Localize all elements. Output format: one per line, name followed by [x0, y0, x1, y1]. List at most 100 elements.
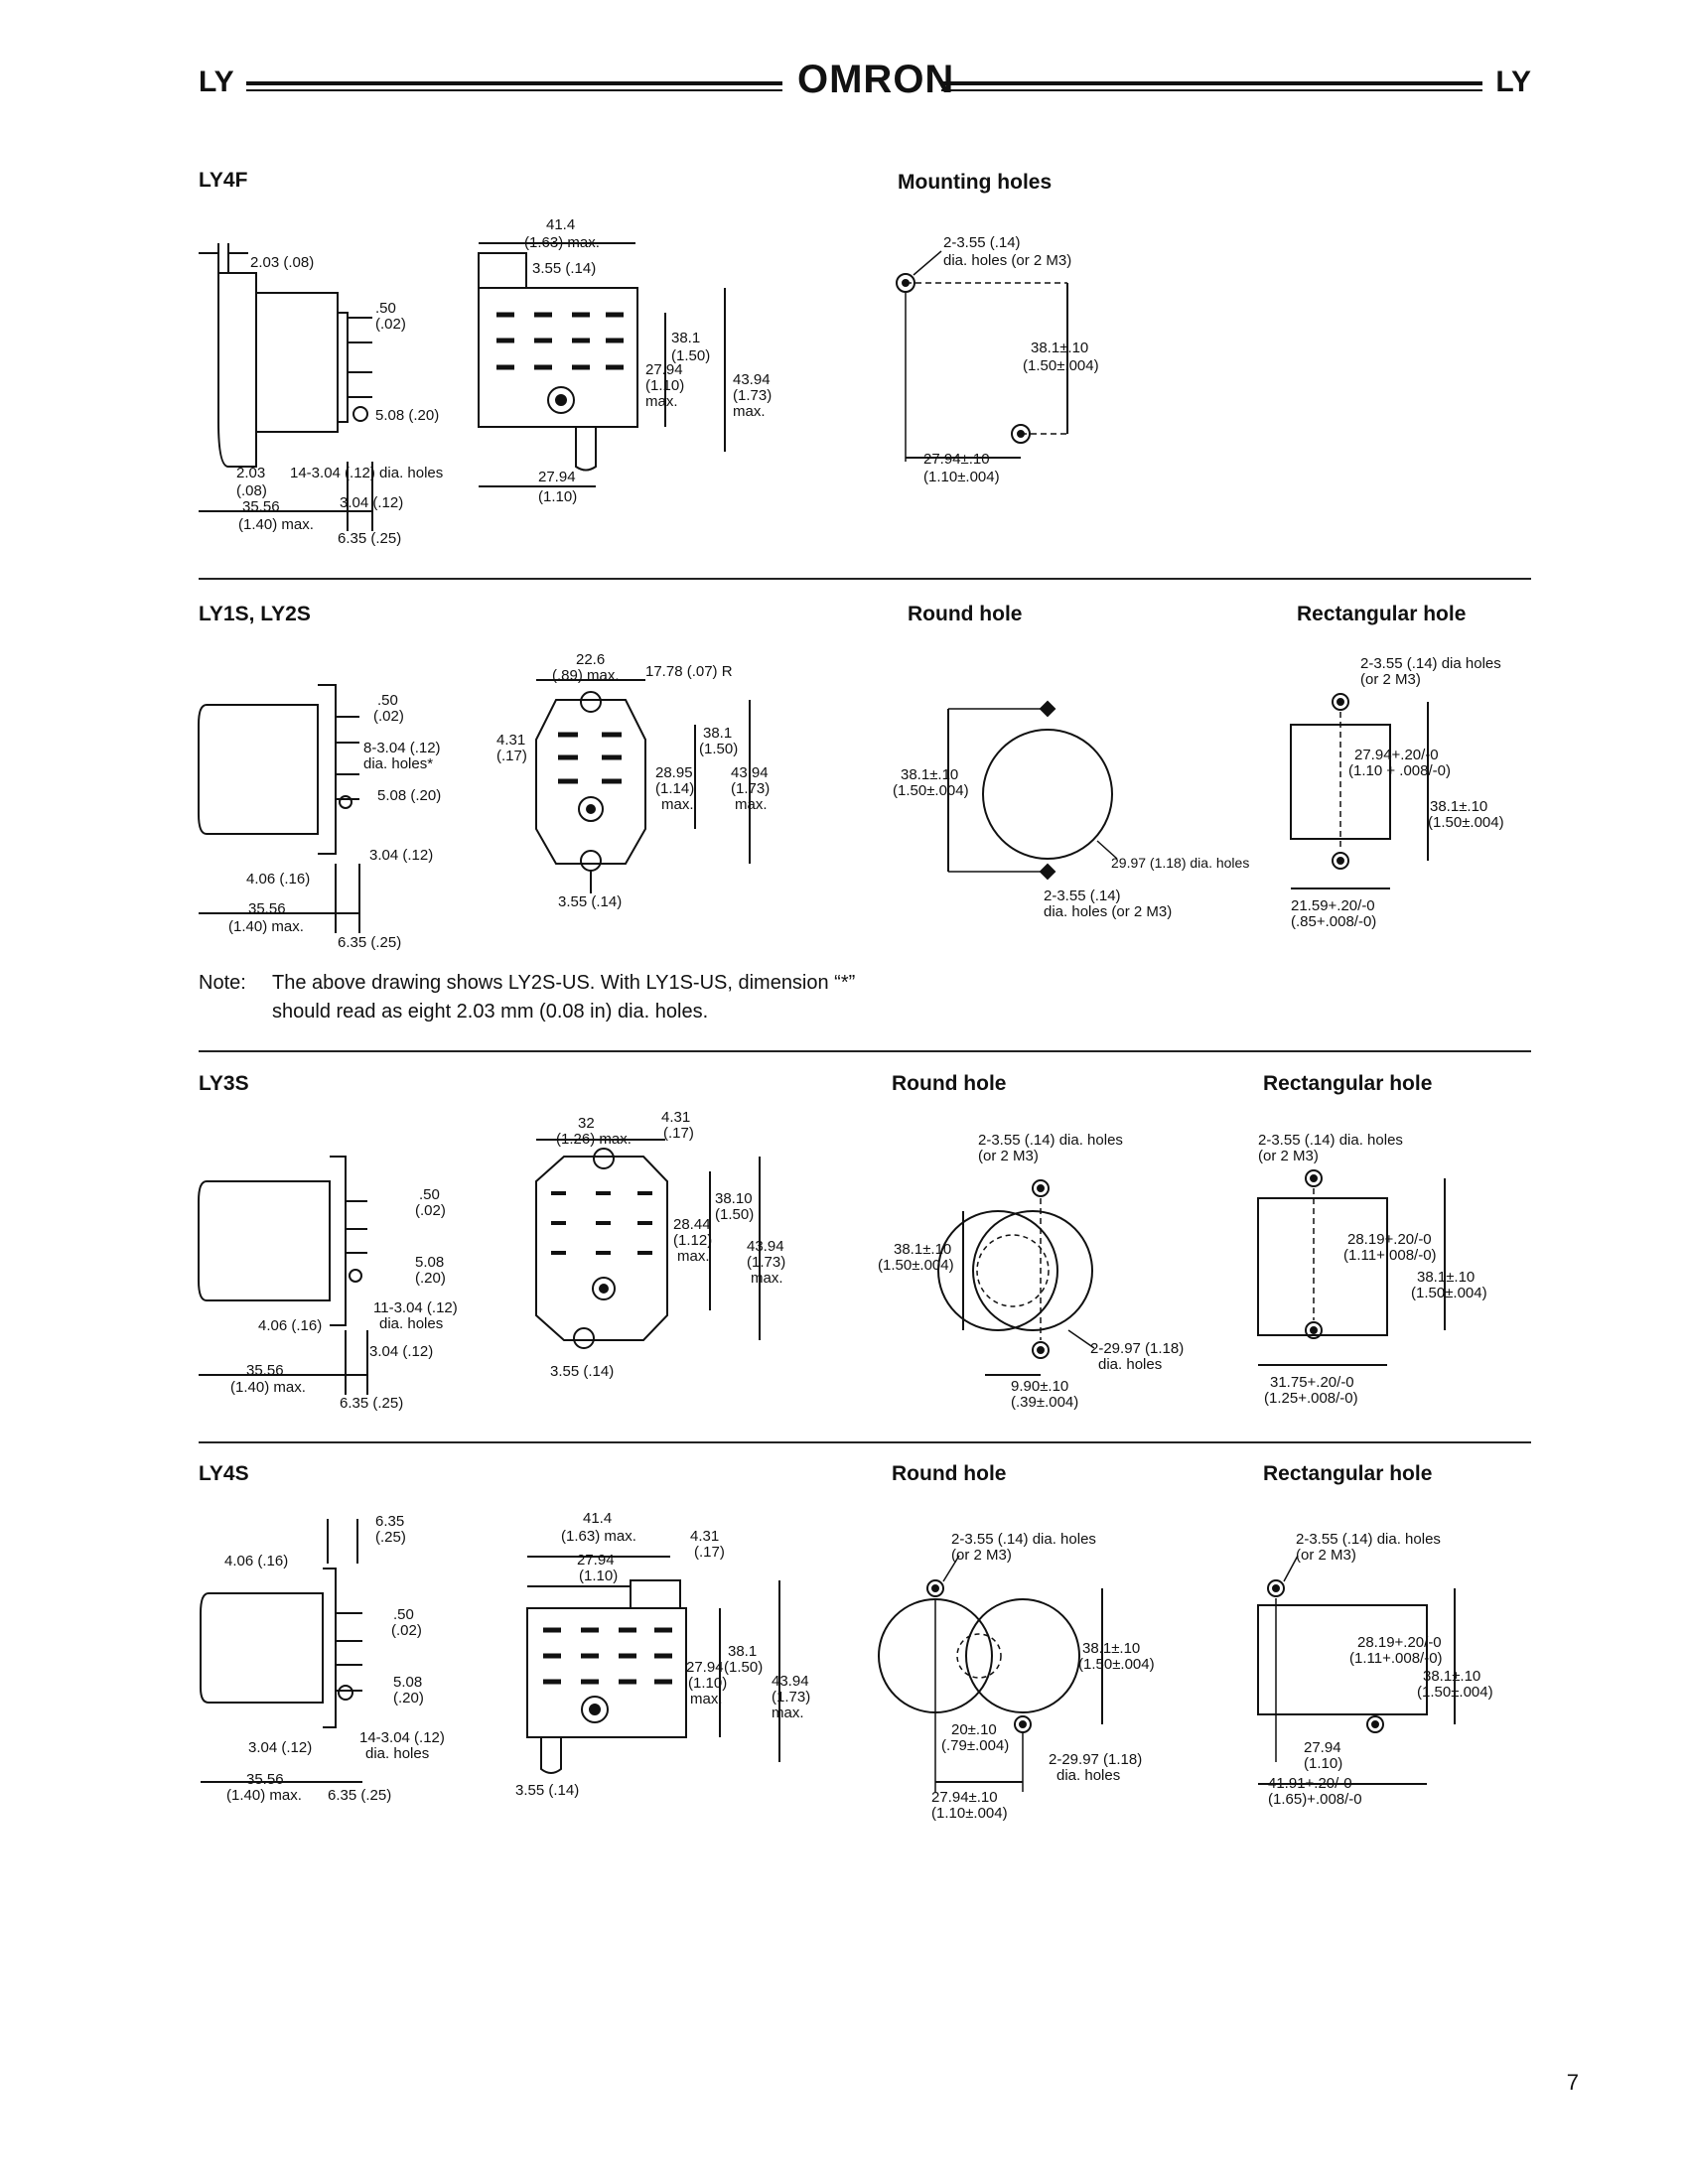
dim-text: dia. holes (or 2 M3)	[1044, 903, 1172, 920]
dim-text: 27.94	[577, 1552, 615, 1569]
dim-text: 6.35	[375, 1513, 404, 1530]
ly4f-front-view-drawing: 41.4 (1.63) max. 3.55 (.14) 38.1 (1.50) …	[467, 213, 784, 511]
dim-text: 4.31	[496, 732, 525, 749]
dim-text: 38.1±.10	[1417, 1269, 1475, 1286]
section-sub-ly4s-round: Round hole	[892, 1462, 1007, 1485]
dim-text: (1.40) max.	[238, 516, 314, 533]
dim-text: max.	[645, 393, 678, 410]
dim-text: (.02)	[391, 1622, 422, 1639]
note-label: Note:	[199, 972, 246, 994]
dim-text: (.20)	[415, 1270, 446, 1287]
dim-text: (1.40) max.	[228, 918, 304, 935]
dim-text: 38.1±.10	[1031, 340, 1088, 356]
ly3s-front-view-drawing: 32 (1.26) max. 4.31 (.17) 38.10 (1.50) 2…	[516, 1109, 814, 1390]
ly4f-side-view-drawing: 2.03 (.08) .50 (.02) 5.08 (.20) 2.03 (.0…	[199, 213, 487, 551]
dim-text: max.	[690, 1691, 723, 1707]
dim-text: dia. holes	[379, 1315, 443, 1332]
dim-text: 31.75+.20/-0	[1270, 1374, 1354, 1391]
page-header: LY OMRON LY	[199, 58, 1531, 111]
dim-text: 6.35 (.25)	[328, 1787, 391, 1804]
dim-text: .50	[375, 300, 396, 317]
header-rule-right	[941, 81, 1482, 91]
dim-text: (1.50±.004)	[1023, 357, 1099, 374]
dim-text: (1.50±.004)	[1417, 1684, 1493, 1701]
dim-text: (1.50±.004)	[893, 782, 969, 799]
dim-text: 43.94	[733, 371, 771, 388]
dim-text: (1.50±.004)	[878, 1257, 954, 1274]
dim-text: 3.55 (.14)	[550, 1363, 614, 1380]
dim-text: 35.56	[246, 1771, 284, 1788]
dim-text: (.17)	[496, 748, 527, 764]
dim-text: 2.03 (.08)	[250, 254, 314, 271]
dim-text: 21.59+.20/-0	[1291, 897, 1375, 914]
header-rule-left	[246, 81, 782, 91]
ly2s-rect-hole-drawing: 2-3.55 (.14) dia holes (or 2 M3) 27.94+.…	[1281, 650, 1539, 938]
dim-text: (1.25+.008/-0)	[1264, 1390, 1358, 1407]
dim-text: (1.65)+.008/-0	[1268, 1791, 1362, 1808]
dim-text: 35.56	[248, 900, 286, 917]
ly3s-round-hole-drawing: 2-3.55 (.14) dia. holes (or 2 M3) 38.1±.…	[874, 1117, 1201, 1411]
dim-text: 35.56	[242, 498, 280, 515]
dim-text: (1.10±.004)	[931, 1805, 1008, 1822]
dim-text: 5.08 (.20)	[377, 787, 441, 804]
dim-text: 17.78 (.07) R	[645, 663, 733, 680]
section-title-ly4f: LY4F	[199, 169, 248, 192]
dim-text: (1.10)	[579, 1568, 618, 1584]
dim-text: max.	[677, 1248, 710, 1265]
section-title-ly3s: LY3S	[199, 1072, 249, 1095]
dim-text: 27.94+.20/-0	[1354, 747, 1439, 763]
dim-text: (1.14)	[655, 780, 694, 797]
ly3s-side-view-drawing: .50 (.02) 5.08 (.20) 11-3.04 (.12) dia. …	[198, 1152, 477, 1412]
dim-text: 27.94	[1304, 1739, 1341, 1756]
header-right-model: LY	[1495, 66, 1531, 98]
dim-text: (1.10 + .008/-0)	[1348, 762, 1451, 779]
dim-text: 29.97 (1.18) dia. holes	[1111, 855, 1249, 871]
dim-text: 8-3.04 (.12)	[363, 740, 441, 756]
dim-text: 41.4	[546, 216, 575, 233]
dim-text: 20±.10	[951, 1721, 997, 1738]
section-sub-ly4f-mounting: Mounting holes	[898, 171, 1053, 194]
dim-text: 4.31	[690, 1528, 719, 1545]
dim-text: (.25)	[375, 1529, 406, 1546]
dim-text: 2-29.97 (1.18)	[1049, 1751, 1142, 1768]
dim-text: 5.08	[393, 1674, 422, 1691]
dim-text: (or 2 M3)	[951, 1547, 1012, 1564]
dim-text: 38.1±.10	[894, 1241, 951, 1258]
note-line-2: should read as eight 2.03 mm (0.08 in) d…	[272, 1001, 709, 1023]
dim-text: 38.10	[715, 1190, 753, 1207]
dim-text: (1.73)	[731, 780, 770, 797]
dim-text: (1.40) max.	[226, 1787, 302, 1804]
dim-text: 38.1	[671, 330, 700, 346]
dim-text: 4.31	[661, 1109, 690, 1126]
dim-text: 4.06 (.16)	[246, 871, 310, 887]
dim-text: 3.55 (.14)	[515, 1782, 579, 1799]
dim-text: 3.04 (.12)	[340, 494, 403, 511]
dim-text: (1.73)	[733, 387, 772, 404]
dim-text: 28.19+.20/-0	[1357, 1634, 1442, 1651]
dim-text: max.	[772, 1705, 804, 1721]
dim-text: (1.10)	[538, 488, 577, 505]
section-sub-ly2s-round: Round hole	[908, 603, 1023, 625]
dim-text: (or 2 M3)	[1296, 1547, 1356, 1564]
ly2s-round-hole-drawing: 38.1±.10 (1.50±.004) 29.97 (1.18) dia. h…	[889, 690, 1249, 938]
dim-text: (or 2 M3)	[1360, 671, 1421, 688]
dim-text: 14-3.04 (.12) dia. holes	[290, 465, 443, 481]
dim-text: 2-3.55 (.14) dia. holes	[978, 1132, 1123, 1149]
dim-text: 6.35 (.25)	[338, 530, 401, 547]
divider	[199, 1441, 1531, 1443]
dim-text: (1.50)	[724, 1659, 763, 1676]
divider	[199, 1050, 1531, 1052]
dim-text: dia. holes	[365, 1745, 429, 1762]
section-sub-ly4s-rect: Rectangular hole	[1263, 1462, 1433, 1485]
dim-text: (1.26) max.	[556, 1131, 632, 1148]
dim-text: 2-3.55 (.14)	[943, 234, 1021, 251]
dim-text: 38.1±.10	[1430, 798, 1487, 815]
dim-text: (1.63) max.	[524, 234, 600, 251]
dim-text: (1.63) max.	[561, 1528, 636, 1545]
dim-text: 2-3.55 (.14)	[1044, 887, 1121, 904]
dim-text: 41.91+.20/-0	[1268, 1775, 1352, 1792]
dim-text: (.17)	[663, 1125, 694, 1142]
brand-logo: OMRON	[789, 58, 963, 102]
dim-text: 2.03	[236, 465, 265, 481]
ly4s-rect-hole-drawing: 2-3.55 (.14) dia. holes (or 2 M3) 28.19+…	[1246, 1514, 1534, 1812]
